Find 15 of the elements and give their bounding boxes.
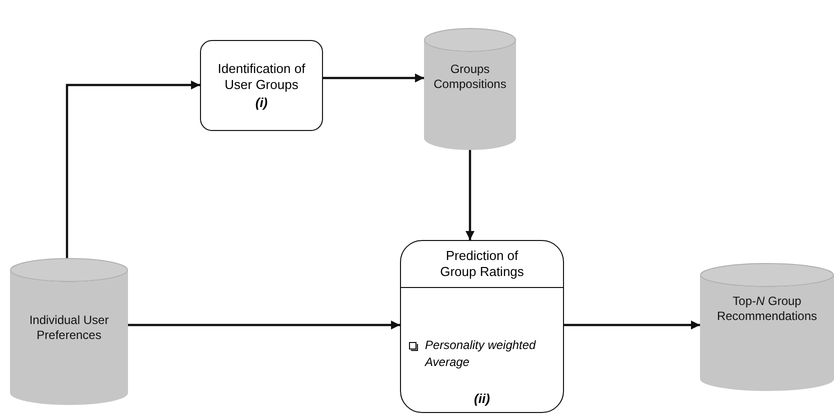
process-box (200, 40, 323, 131)
process-title: Prediction of Group Ratings (439, 248, 525, 280)
arrow (66, 80, 200, 259)
arrow (128, 320, 400, 330)
arrow (323, 74, 424, 82)
method-label: Personality weighted Average (425, 337, 537, 371)
step-number: (ii) (473, 391, 491, 406)
database-label: Individual User Preferences (28, 313, 110, 343)
process-label: Identification of User Groups (216, 60, 306, 92)
process-box (400, 240, 564, 413)
arrow (466, 150, 474, 240)
step-number: (i) (255, 94, 268, 110)
database-label: Top-N Group Recommendations (716, 294, 818, 324)
database-label: Groups Compositions (432, 62, 508, 92)
arrow (564, 320, 700, 330)
